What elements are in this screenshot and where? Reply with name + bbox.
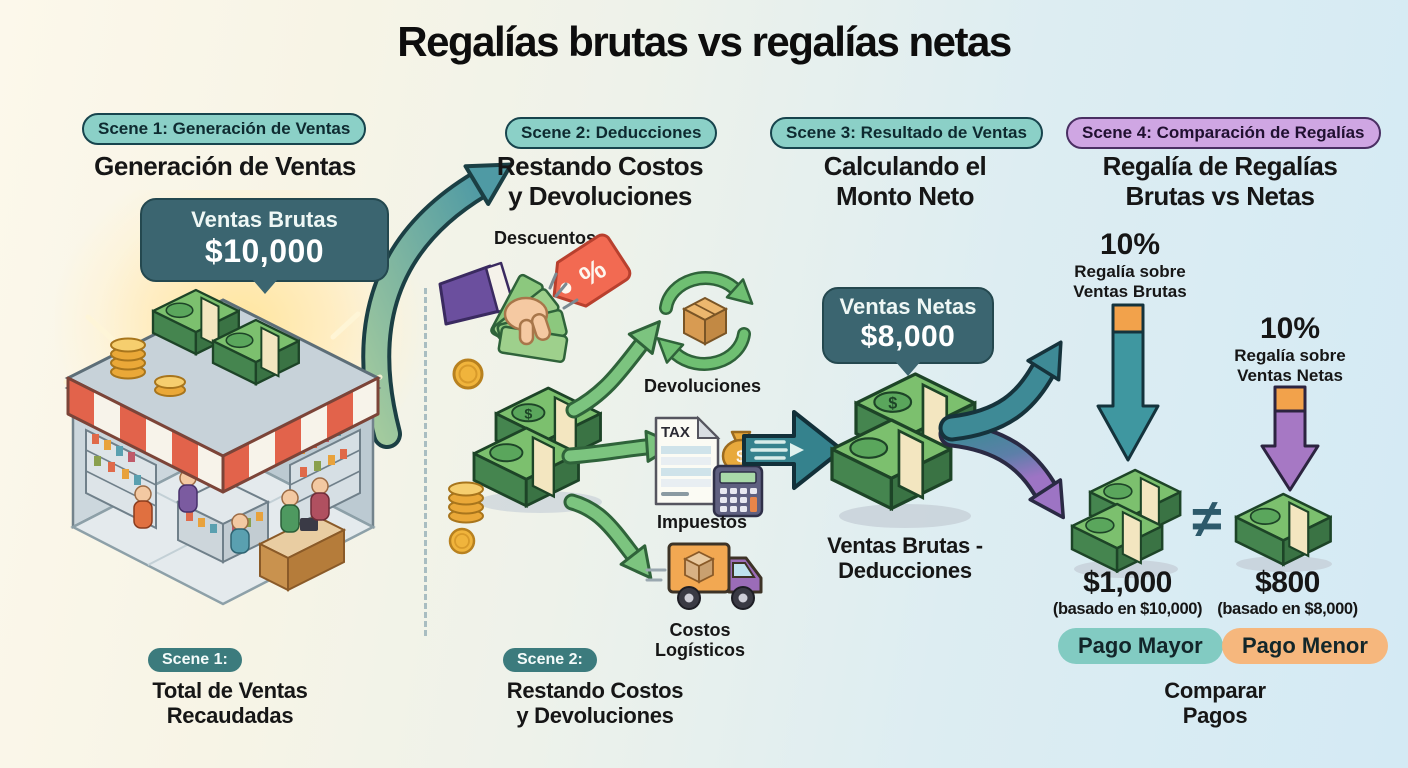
dollar-glyph: $ [736, 447, 746, 466]
net-percent: 10% [1259, 312, 1321, 345]
devoluciones-label: Devoluciones [643, 376, 762, 396]
money-stack-icon: $ [472, 386, 602, 513]
gross-amount: $1,000 [1083, 566, 1172, 599]
pago-mayor-pill: Pago Mayor [1058, 628, 1223, 664]
net-royalty-arrow-icon [1260, 385, 1320, 492]
scene3-caption: Ventas Brutas - Deducciones [827, 533, 983, 584]
store-awning [66, 376, 380, 494]
net-amount: $800 [1255, 566, 1320, 599]
tax-label: TAX [661, 424, 690, 441]
scene4-heading: Regalía de Regalías Brutas vs Netas [1102, 151, 1338, 211]
gross-basis: (basado en $10,000) [1052, 600, 1203, 618]
scene1-heading: Generación de Ventas [94, 151, 356, 181]
money-stack-icon [1234, 492, 1332, 572]
gross-percent: 10% [1099, 228, 1161, 261]
shoppers [133, 469, 330, 554]
dollar-glyph: $ [888, 395, 897, 413]
scene4-caption: Comparar Pagos [1164, 678, 1266, 729]
costos-logisticos-label: Costos Logísticos [654, 620, 745, 661]
ventas-brutas-bubble: Ventas Brutas $10,000 [140, 198, 389, 295]
hand-money-icon [438, 261, 579, 390]
scene1-badge: Scene 1: Generación de Ventas [82, 113, 367, 145]
calculator-icon [712, 464, 764, 518]
tax-document-icon: TAX $ [654, 415, 764, 518]
fork-arrows-icon [938, 340, 1065, 520]
returns-cycle-icon [656, 271, 754, 371]
deduction-arrows-icon [561, 320, 678, 580]
delivery-truck-icon [645, 542, 763, 610]
impuestos-label: Impuestos [656, 512, 748, 532]
net-basis: (basado en $8,000) [1217, 600, 1358, 618]
scene1-footer-badge: Scene 1: [148, 648, 242, 672]
arrow-scene2-to-scene3-icon [742, 410, 844, 490]
scene3-badge: Scene 3: Resultado de Ventas [770, 117, 1043, 149]
page-title: Regalías brutas vs regalías netas [397, 18, 1012, 65]
scene3-heading: Calculando el Monto Neto [823, 151, 987, 211]
bubble-label: Ventas Netas [839, 294, 977, 319]
bubble-label: Ventas Brutas [191, 207, 338, 232]
arrow-scene1-to-scene2-icon [361, 162, 514, 449]
box-icon [682, 550, 716, 584]
bubble-value: $8,000 [860, 320, 956, 354]
scene2-badge: Scene 2: Deducciones [505, 117, 718, 149]
gross-royalty-label: Regalía sobre Ventas Brutas [1073, 262, 1187, 301]
ventas-netas-bubble: Ventas Netas $8,000 [822, 287, 994, 377]
money-stack-icon [1070, 468, 1182, 578]
coin-stack-icon [110, 337, 186, 397]
scene2-footer-caption: Restando Costos y Devoluciones [506, 678, 684, 729]
coin-stack-icon [448, 481, 484, 555]
discount-tag-icon: % [552, 233, 632, 308]
box-icon [681, 296, 729, 346]
pago-menor-pill: Pago Menor [1222, 628, 1388, 664]
scene2-footer-badge: Scene 2: [503, 648, 597, 672]
bubble-value: $10,000 [204, 233, 325, 270]
money-on-roof [110, 288, 300, 397]
descuentos-label: Descuentos [493, 228, 597, 248]
net-royalty-label: Regalía sobre Ventas Netas [1234, 346, 1346, 385]
scene-divider [424, 288, 427, 636]
scene1-footer-caption: Total de Ventas Recaudadas [152, 678, 308, 729]
scene2-heading: Restando Costos y Devoluciones [496, 151, 704, 211]
checkout-counter [257, 514, 347, 592]
store-illustration [63, 288, 383, 606]
dollar-glyph: $ [524, 406, 532, 422]
not-equal-sign: ≠ [1192, 489, 1222, 549]
gross-royalty-arrow-icon [1096, 303, 1160, 462]
scene4-badge: Scene 4: Comparación de Regalías [1066, 117, 1381, 149]
